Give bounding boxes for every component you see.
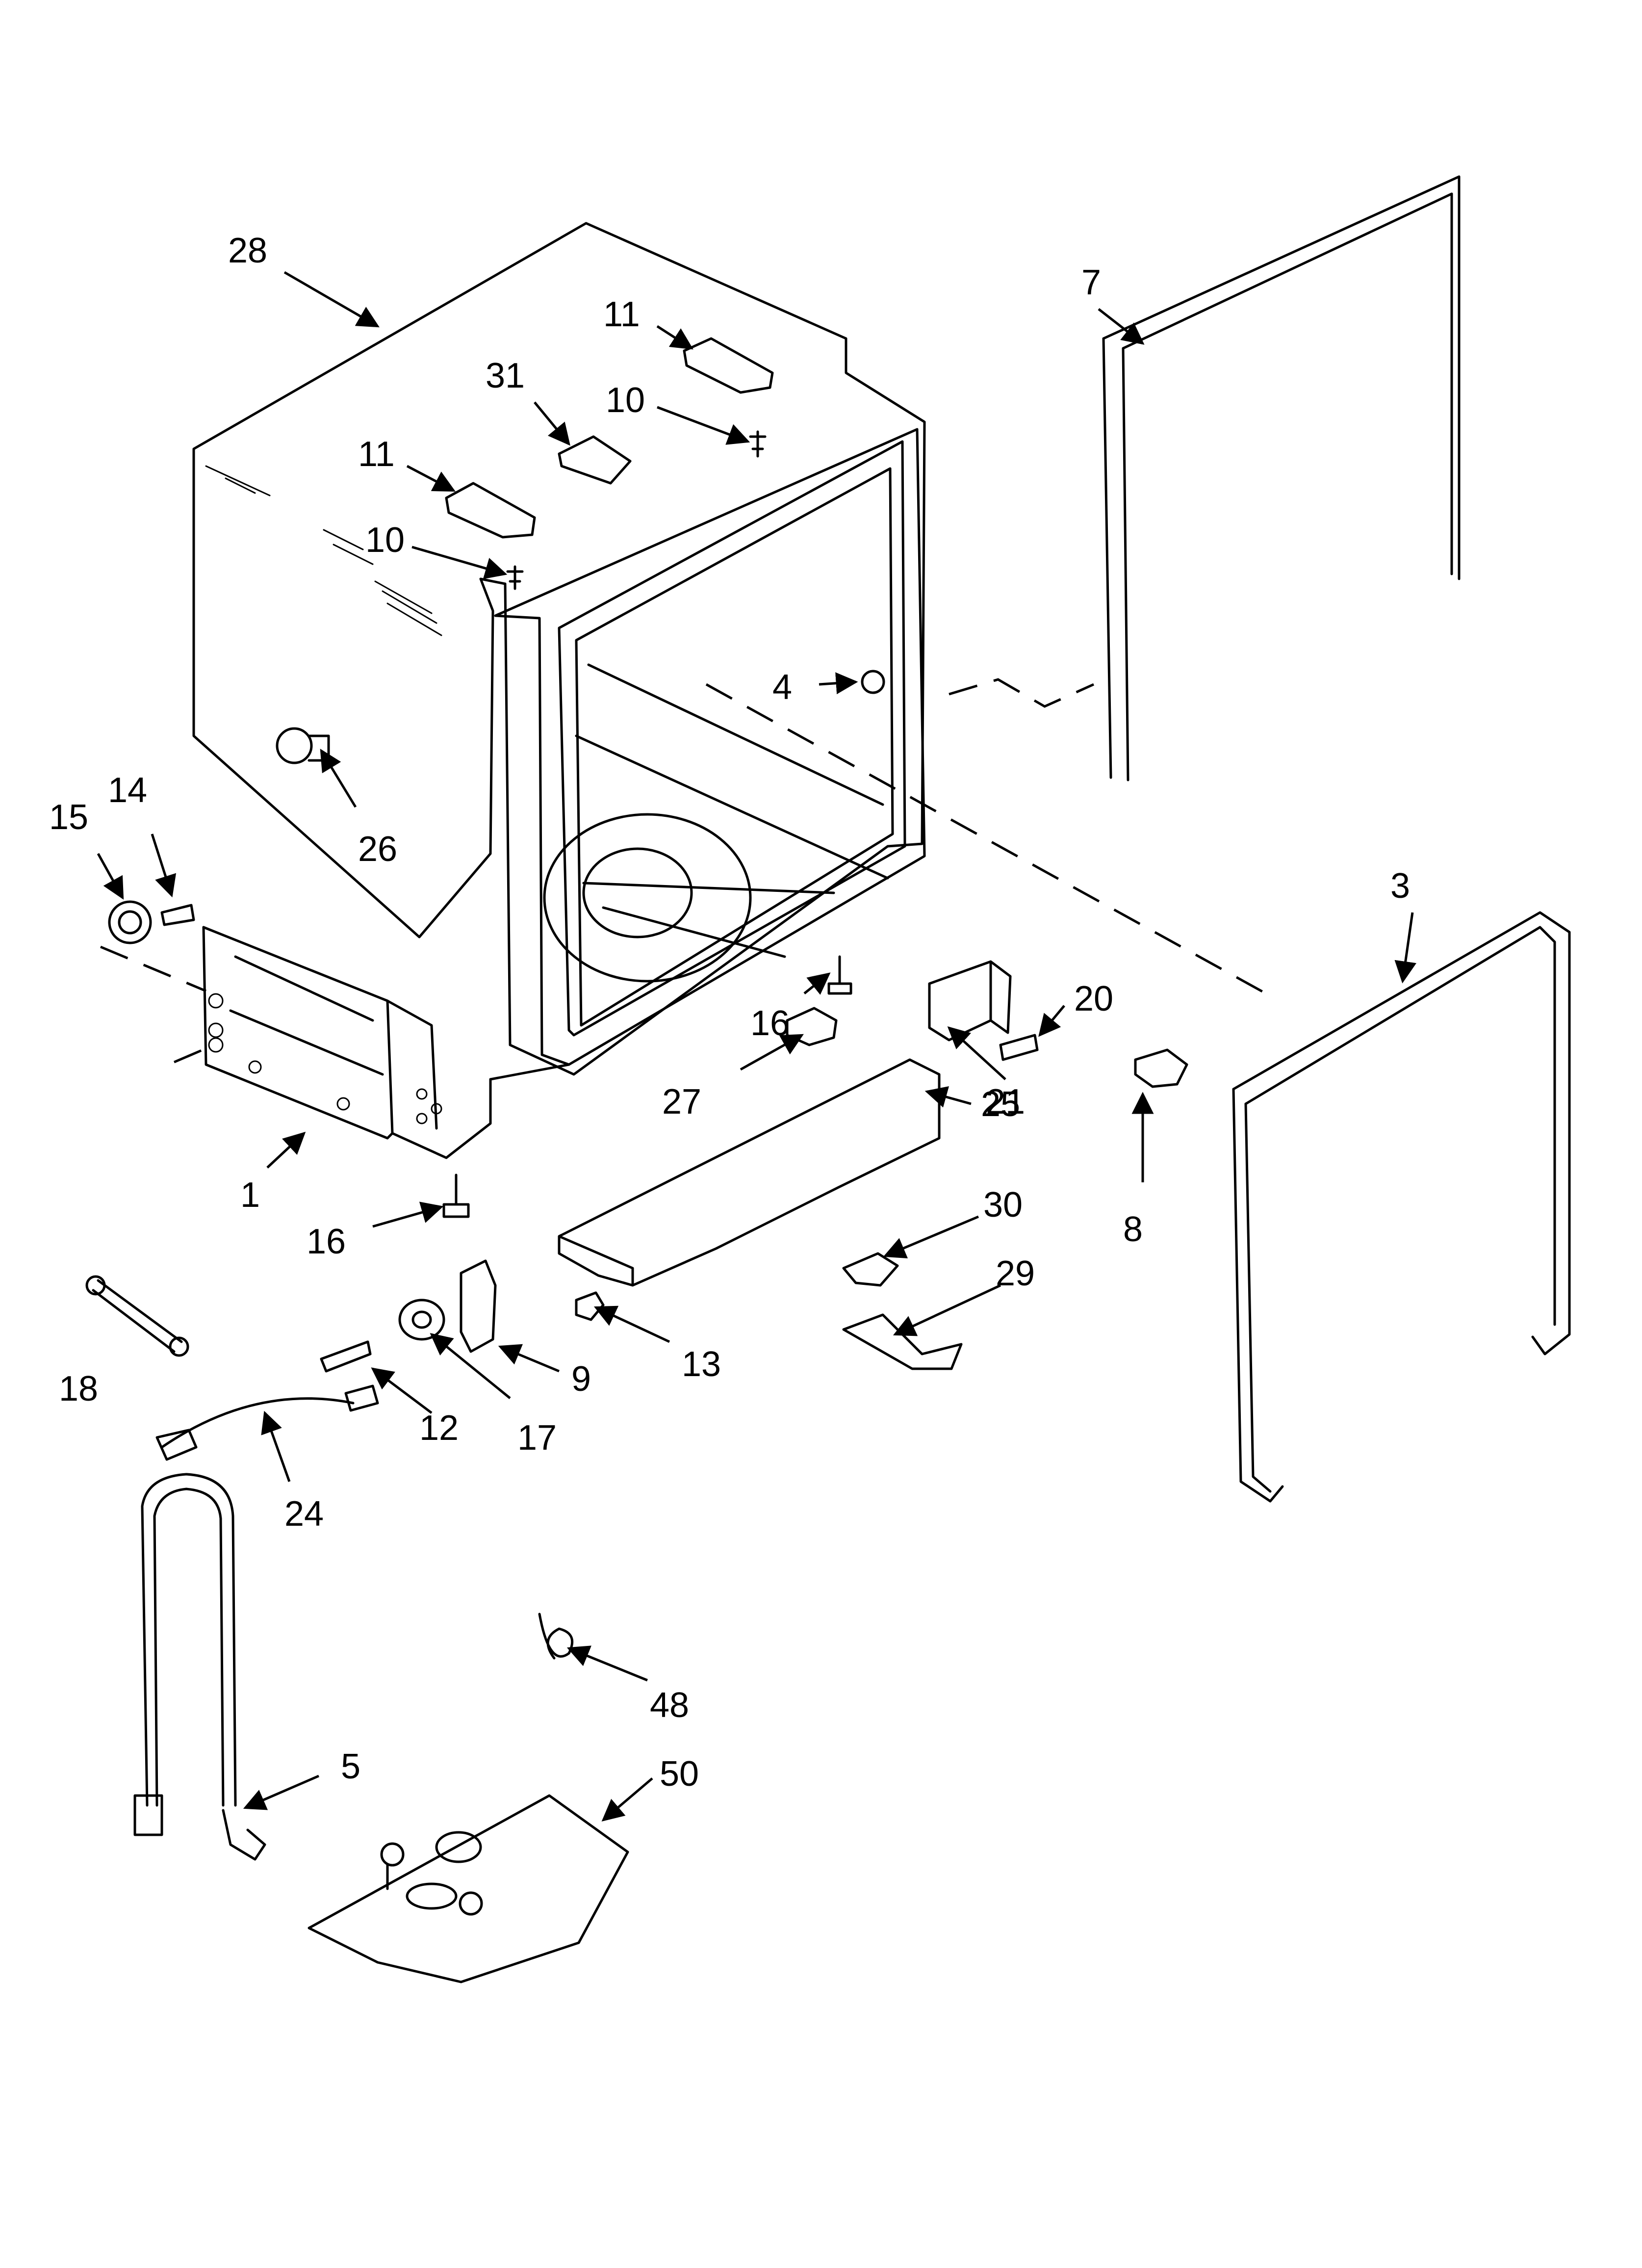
callout-4: 4	[772, 668, 792, 707]
callout-11-top: 11	[603, 295, 640, 334]
callout-16-lower: 16	[307, 1222, 346, 1261]
callout-26: 26	[358, 830, 397, 869]
callout-3: 3	[1390, 866, 1410, 906]
leg-part-lower	[442, 1173, 470, 1218]
drain-hose-part	[141, 1473, 237, 1807]
callout-1: 1	[240, 1175, 260, 1215]
screw-12-part	[320, 1340, 372, 1373]
callout-7: 7	[1081, 263, 1101, 302]
callout-31: 31	[486, 356, 525, 395]
fastener-13-part	[575, 1291, 605, 1321]
tub-assembly	[192, 222, 926, 1159]
bracket-part	[928, 960, 1012, 1042]
latch-part	[1134, 1048, 1188, 1088]
washer-part	[398, 1299, 445, 1341]
callout-18: 18	[59, 1369, 98, 1408]
spring-part	[842, 1252, 899, 1287]
gasket-part	[1232, 911, 1571, 1503]
callout-21: 21	[986, 1082, 1025, 1121]
callout-8: 8	[1123, 1210, 1143, 1249]
wire-part	[160, 1397, 355, 1449]
assembly-line-leveling	[100, 945, 206, 992]
callout-labels: 28 11 31 10 11 10 7 4 26 15 14 3 16 20 2…	[49, 231, 1410, 1794]
screw-20-part	[999, 1034, 1039, 1061]
callout-10-left: 10	[365, 521, 405, 560]
callout-12: 12	[419, 1408, 459, 1448]
callout-25: 25	[981, 1085, 1020, 1124]
callout-29: 29	[996, 1254, 1035, 1293]
callout-27: 27	[662, 1082, 701, 1121]
callout-16-upper: 16	[750, 1004, 790, 1043]
assembly-line-leveling-2	[174, 1046, 209, 1064]
callout-48: 48	[650, 1686, 689, 1725]
toe-plate-part	[558, 1058, 941, 1287]
callout-24: 24	[284, 1494, 324, 1534]
callout-13: 13	[682, 1345, 721, 1384]
callout-15: 15	[49, 798, 88, 837]
leg-part-upper	[827, 955, 852, 995]
hose-clamp-part	[538, 1613, 574, 1660]
callout-5: 5	[341, 1747, 360, 1786]
callout-17: 17	[517, 1418, 557, 1458]
leveling-screw-part	[160, 904, 195, 926]
callout-28: 28	[228, 231, 267, 270]
leader-lines	[97, 271, 1417, 1822]
callout-50: 50	[660, 1754, 699, 1794]
bracket-29-part	[842, 1313, 963, 1370]
callout-30: 30	[983, 1185, 1023, 1225]
callout-14: 14	[108, 771, 147, 810]
door-seal-part	[1102, 175, 1461, 782]
callout-20: 20	[1074, 979, 1113, 1018]
callout-9: 9	[571, 1359, 591, 1399]
callout-10-top: 10	[606, 381, 645, 420]
spring-18-part	[92, 1279, 183, 1353]
leveling-wheel-part	[108, 900, 152, 944]
callout-11-left: 11	[358, 435, 395, 474]
parts-bag-part	[308, 1794, 629, 1983]
assembly-line-gasket	[705, 683, 1271, 997]
cam-part	[460, 1259, 497, 1353]
assembly-line-door-seal	[949, 678, 1095, 708]
